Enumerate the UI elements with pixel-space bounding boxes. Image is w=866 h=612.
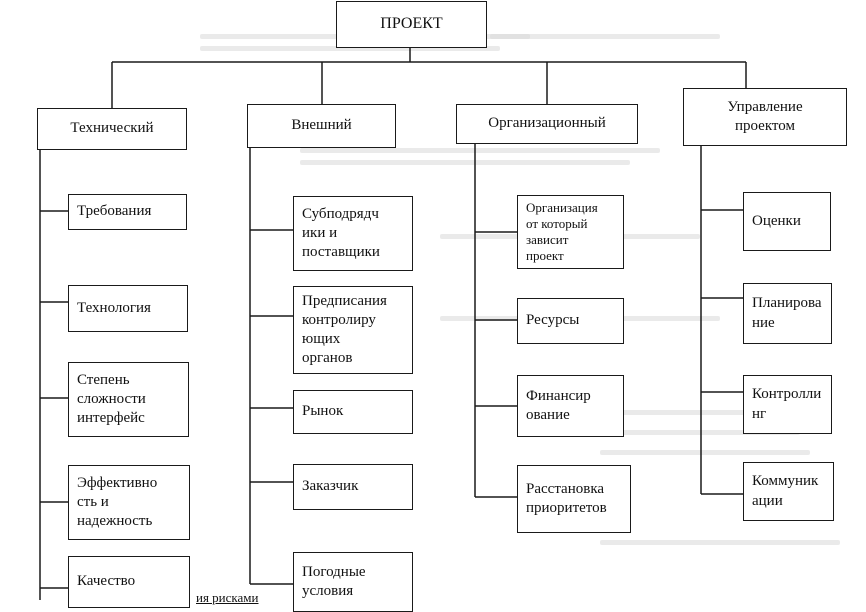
- technical-item: Эффективно сть и надежность: [68, 465, 190, 540]
- technical-item: Качество: [68, 556, 190, 608]
- footer-caption: ия рисками: [196, 590, 259, 605]
- organizational-item: Ресурсы: [517, 298, 624, 344]
- organizational-item: Организация от который зависит проект: [517, 195, 624, 269]
- external-item: Заказчик: [293, 464, 413, 510]
- management-item: Коммуник ации: [743, 462, 834, 521]
- category-external: Внешний: [247, 104, 396, 148]
- category-organizational: Организационный: [456, 104, 638, 144]
- organizational-item: Финансир ование: [517, 375, 624, 437]
- scan-noise: [300, 160, 630, 165]
- scan-noise: [600, 430, 800, 435]
- organizational-item: Расстановка приоритетов: [517, 465, 631, 533]
- scan-noise: [600, 540, 840, 545]
- scan-noise: [300, 148, 660, 153]
- external-item: Погодные условия: [293, 552, 413, 612]
- external-item: Рынок: [293, 390, 413, 434]
- technical-item: Степень сложности интерфейс: [68, 362, 189, 437]
- category-technical: Технический: [37, 108, 187, 150]
- management-item: Оценки: [743, 192, 831, 251]
- management-item: Планирова ние: [743, 283, 832, 344]
- external-item: Предписания контролиру ющих органов: [293, 286, 413, 374]
- category-management: Управление проектом: [683, 88, 847, 146]
- scan-noise: [200, 46, 500, 51]
- technical-item: Требования: [68, 194, 187, 230]
- management-item: Контролли нг: [743, 375, 832, 434]
- technical-item: Технология: [68, 285, 188, 332]
- scan-noise: [490, 34, 720, 39]
- scan-noise: [600, 410, 820, 415]
- root-node: ПРОЕКТ: [336, 1, 487, 48]
- scan-noise: [600, 450, 810, 455]
- external-item: Субподрядч ики и поставщики: [293, 196, 413, 271]
